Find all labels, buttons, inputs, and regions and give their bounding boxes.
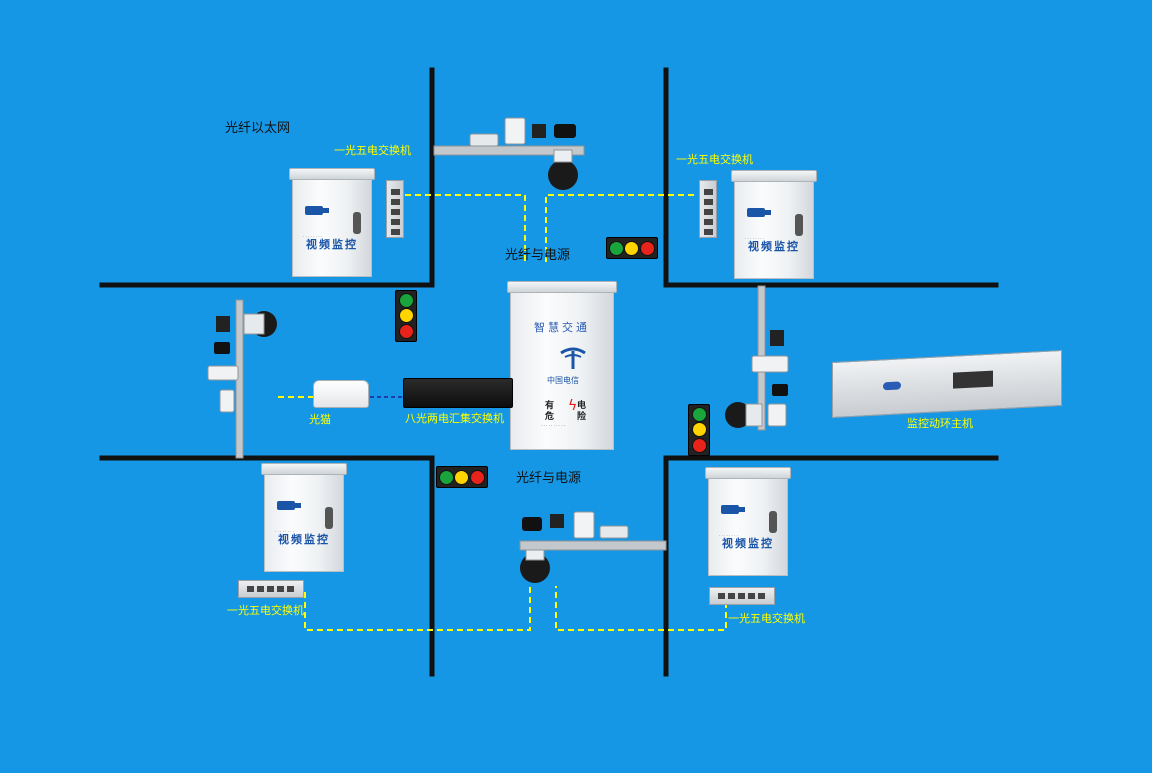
fiber-links	[278, 194, 727, 631]
label-monitor-host: 监控动环主机	[907, 417, 973, 430]
bottom-pole-arm	[519, 540, 667, 551]
bullet-camera-icon	[751, 355, 789, 373]
link-br-switch-to-pole	[555, 586, 727, 631]
traffic-light-icon	[395, 290, 417, 342]
cabinet-heading: 智慧交通	[534, 321, 590, 334]
top-camera-pole	[433, 117, 585, 190]
cabinet-icon: · · · · · · · · 视频监控	[731, 170, 817, 279]
cabinet-caption: 视频监控	[278, 533, 330, 546]
switch-icon	[386, 180, 404, 238]
camera-icon	[573, 511, 595, 539]
cabinet-icon: · · · · · · · · 视频监控	[289, 168, 375, 277]
label-switch-top-right: 一光五电交换机	[676, 153, 753, 166]
left-camera-pole	[207, 299, 277, 459]
label-fiber-power-bottom: 光纤与电源	[516, 471, 582, 486]
bottom-camera-pole	[519, 511, 667, 583]
camera-icon	[770, 330, 784, 346]
camera-icon	[277, 501, 301, 510]
cabinet-caption: 视频监控	[306, 238, 358, 251]
switch-icon	[709, 587, 775, 605]
aggregation-switch-icon	[403, 378, 513, 408]
road-lines	[99, 67, 999, 677]
cabinet-icon: · · · · · · · · 视频监控	[261, 463, 347, 572]
link-tl-cabinet-to-pole	[405, 194, 526, 262]
camera-icon	[767, 403, 787, 427]
cabinet-caption: 视频监控	[722, 537, 774, 550]
smart-traffic-cabinet: 智慧交通 中国电信 有 危 ϟ 电 险 · · · · · · · · · ·	[507, 281, 617, 450]
switch-icon	[699, 180, 717, 238]
bullet-camera-icon	[599, 525, 629, 539]
bullet-camera-icon	[725, 402, 751, 428]
warn-right: 电 险	[577, 401, 587, 422]
cabinet-caption: 视频监控	[748, 240, 800, 253]
traffic-light-icon	[606, 237, 658, 259]
link-tr-cabinet-to-pole	[545, 194, 694, 262]
diagram-title: 光纤以太网	[225, 121, 291, 136]
cabinet-icon: · · · · · · · · 视频监控	[705, 467, 791, 576]
camera-icon	[532, 124, 546, 138]
label-switch-top-left: 一光五电交换机	[334, 144, 411, 157]
camera-icon	[219, 389, 235, 413]
dome-camera-icon	[548, 160, 578, 190]
label-switch-bottom-right: 一光五电交换机	[728, 612, 805, 625]
lightning-icon: ϟ	[568, 398, 578, 414]
bullet-camera-icon	[207, 365, 239, 381]
camera-icon	[554, 124, 576, 138]
label-fiber-power-top: 光纤与电源	[505, 248, 571, 263]
traffic-light-icon	[436, 466, 488, 488]
cabinet-brand: 中国电信	[547, 376, 579, 385]
camera-icon	[522, 517, 542, 531]
right-camera-pole	[725, 285, 789, 431]
top-pole-arm	[433, 145, 585, 156]
camera-icon	[216, 316, 230, 332]
camera-icon	[305, 206, 329, 215]
bullet-camera-icon	[469, 133, 499, 147]
link-bl-switch-to-pole	[304, 586, 531, 631]
switch-icon	[238, 580, 304, 598]
camera-icon	[721, 505, 745, 514]
camera-icon	[550, 514, 564, 528]
warn-left: 有 危	[545, 401, 555, 422]
label-switch-bottom-left: 一光五电交换机	[227, 604, 304, 617]
modem-icon	[313, 380, 369, 408]
camera-icon	[504, 117, 526, 145]
camera-icon	[214, 342, 230, 354]
label-modem: 光猫	[309, 413, 331, 426]
traffic-light-icon	[688, 404, 710, 456]
telecom-logo-icon	[560, 347, 586, 369]
camera-icon	[772, 384, 788, 396]
camera-icon	[747, 208, 771, 217]
label-aggregation-switch: 八光两电汇集交换机	[405, 412, 504, 425]
